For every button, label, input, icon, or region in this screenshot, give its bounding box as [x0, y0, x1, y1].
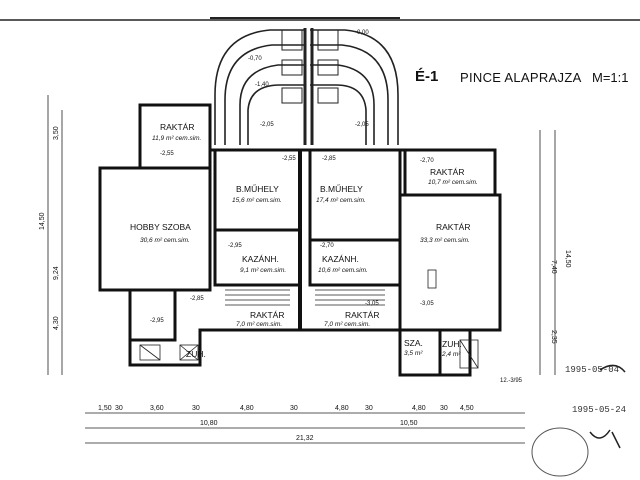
- room-area-kazanh-l: 9,1 m² cem.sim.: [240, 267, 286, 274]
- svg-text:4,80: 4,80: [335, 405, 349, 412]
- svg-text:2,35: 2,35: [550, 330, 557, 344]
- svg-text:14,50: 14,50: [564, 250, 571, 268]
- svg-text:-2,95: -2,95: [150, 318, 164, 324]
- svg-text:10,50: 10,50: [400, 420, 418, 427]
- drawing-code: É-1: [415, 68, 439, 85]
- stairs: [139, 269, 479, 369]
- drawing-scale: M=1:1: [592, 70, 629, 85]
- svg-text:30: 30: [115, 405, 123, 412]
- svg-text:-2,70: -2,70: [420, 158, 434, 164]
- svg-text:-0,70: -0,70: [248, 56, 262, 62]
- svg-text:3,50: 3,50: [53, 126, 60, 140]
- svg-text:-2,05: -2,05: [355, 122, 369, 128]
- svg-text:-2,55: -2,55: [282, 156, 296, 162]
- official-seal: [531, 427, 589, 477]
- room-area-raktar-l: 7,0 m² cem.sim.: [236, 321, 282, 328]
- room-area-bmuhely-r: 17,4 m² cem.sim.: [316, 197, 366, 204]
- stamp-date-2: 1995-05-24: [572, 405, 626, 415]
- svg-text:1,50: 1,50: [98, 405, 112, 412]
- room-area-raktar-e: 33,3 m² cem.sim.: [420, 237, 470, 244]
- dimension-text-bottom: 1,50 30 3,60 30 4,80 30 4,80 30 4,80 30 …: [98, 405, 474, 442]
- svg-text:10,80: 10,80: [200, 420, 218, 427]
- room-area-raktar-r: 7,0 m² cem.sim.: [324, 321, 370, 328]
- svg-text:4,80: 4,80: [412, 405, 426, 412]
- dimension-text-left: 14,50 9,24 4,30 3,50: [39, 126, 60, 330]
- svg-text:-0,00: -0,00: [355, 30, 369, 36]
- room-label-zuh-r: ZUH.: [442, 339, 462, 349]
- room-area-kazanh-r: 10,6 m² cem.sim.: [318, 267, 368, 274]
- svg-text:4,50: 4,50: [460, 405, 474, 412]
- svg-text:7,40: 7,40: [550, 260, 557, 274]
- svg-text:-3,05: -3,05: [365, 301, 379, 307]
- room-area-bmuhely-l: 15,6 m² cem.sim.: [232, 197, 282, 204]
- ramp-curves: [214, 28, 399, 145]
- room-area-zuh-r: 2,4 m²: [441, 351, 461, 358]
- signature: [589, 364, 626, 449]
- svg-text:-3,05: -3,05: [420, 301, 434, 307]
- room-label-raktar-e: RAKTÁR: [436, 222, 470, 232]
- svg-text:-2,95: -2,95: [228, 243, 242, 249]
- dimension-lines: [47, 95, 556, 444]
- svg-text:-2,55: -2,55: [160, 151, 174, 157]
- dimension-text-right: 14,50 7,40 2,35: [550, 250, 571, 344]
- walls: [98, 103, 502, 377]
- ramp-steps: [281, 29, 339, 104]
- svg-text:30: 30: [290, 405, 298, 412]
- room-label-raktar-l: RAKTÁR: [250, 310, 284, 320]
- svg-text:-2,85: -2,85: [190, 296, 204, 302]
- room-label-bmuhely-r: B.MŰHELY: [320, 184, 363, 194]
- svg-text:9,24: 9,24: [53, 266, 60, 280]
- room-label-raktar-r: RAKTÁR: [345, 310, 379, 320]
- room-area-hobby: 30,6 m² cem.sim.: [140, 237, 190, 244]
- svg-text:4,80: 4,80: [240, 405, 254, 412]
- drawing-title: PINCE ALAPRAJZA: [460, 70, 582, 85]
- svg-text:30: 30: [440, 405, 448, 412]
- svg-text:-2,85: -2,85: [322, 156, 336, 162]
- room-label-sza: SZA.: [404, 338, 423, 348]
- room-label-kazanh-r: KAZÁNH.: [322, 254, 359, 264]
- stamp-ref: 12.-3/95: [500, 378, 523, 384]
- room-label-bmuhely-l: B.MŰHELY: [236, 184, 279, 194]
- level-marks: -0,00 -0,70 -1,40 -2,05 -2,05 -2,55 -2,5…: [150, 30, 434, 324]
- svg-text:-2,70: -2,70: [320, 243, 334, 249]
- room-area-sza: 3,5 m²: [404, 350, 423, 357]
- stamp-date-1: 1995-05-04: [565, 365, 619, 375]
- svg-text:14,50: 14,50: [39, 212, 46, 230]
- room-label-kazanh-l: KAZÁNH.: [242, 254, 279, 264]
- room-label-raktar-ne: RAKTÁR: [430, 167, 464, 177]
- room-label-raktar-nw: RAKTÁR: [160, 122, 194, 132]
- room-area-raktar-nw: 11,9 m² cem.sim.: [152, 135, 202, 142]
- svg-text:21,32: 21,32: [296, 435, 314, 442]
- svg-text:-1,40: -1,40: [255, 82, 269, 88]
- room-label-zuh-l: ZUH.: [186, 349, 206, 359]
- svg-text:4,30: 4,30: [53, 316, 60, 330]
- room-area-raktar-ne: 10,7 m² cem.sim.: [428, 179, 478, 186]
- svg-text:-2,05: -2,05: [260, 122, 274, 128]
- svg-text:30: 30: [192, 405, 200, 412]
- svg-text:30: 30: [365, 405, 373, 412]
- svg-text:3,60: 3,60: [150, 405, 164, 412]
- room-label-hobby: HOBBY SZOBA: [130, 222, 191, 232]
